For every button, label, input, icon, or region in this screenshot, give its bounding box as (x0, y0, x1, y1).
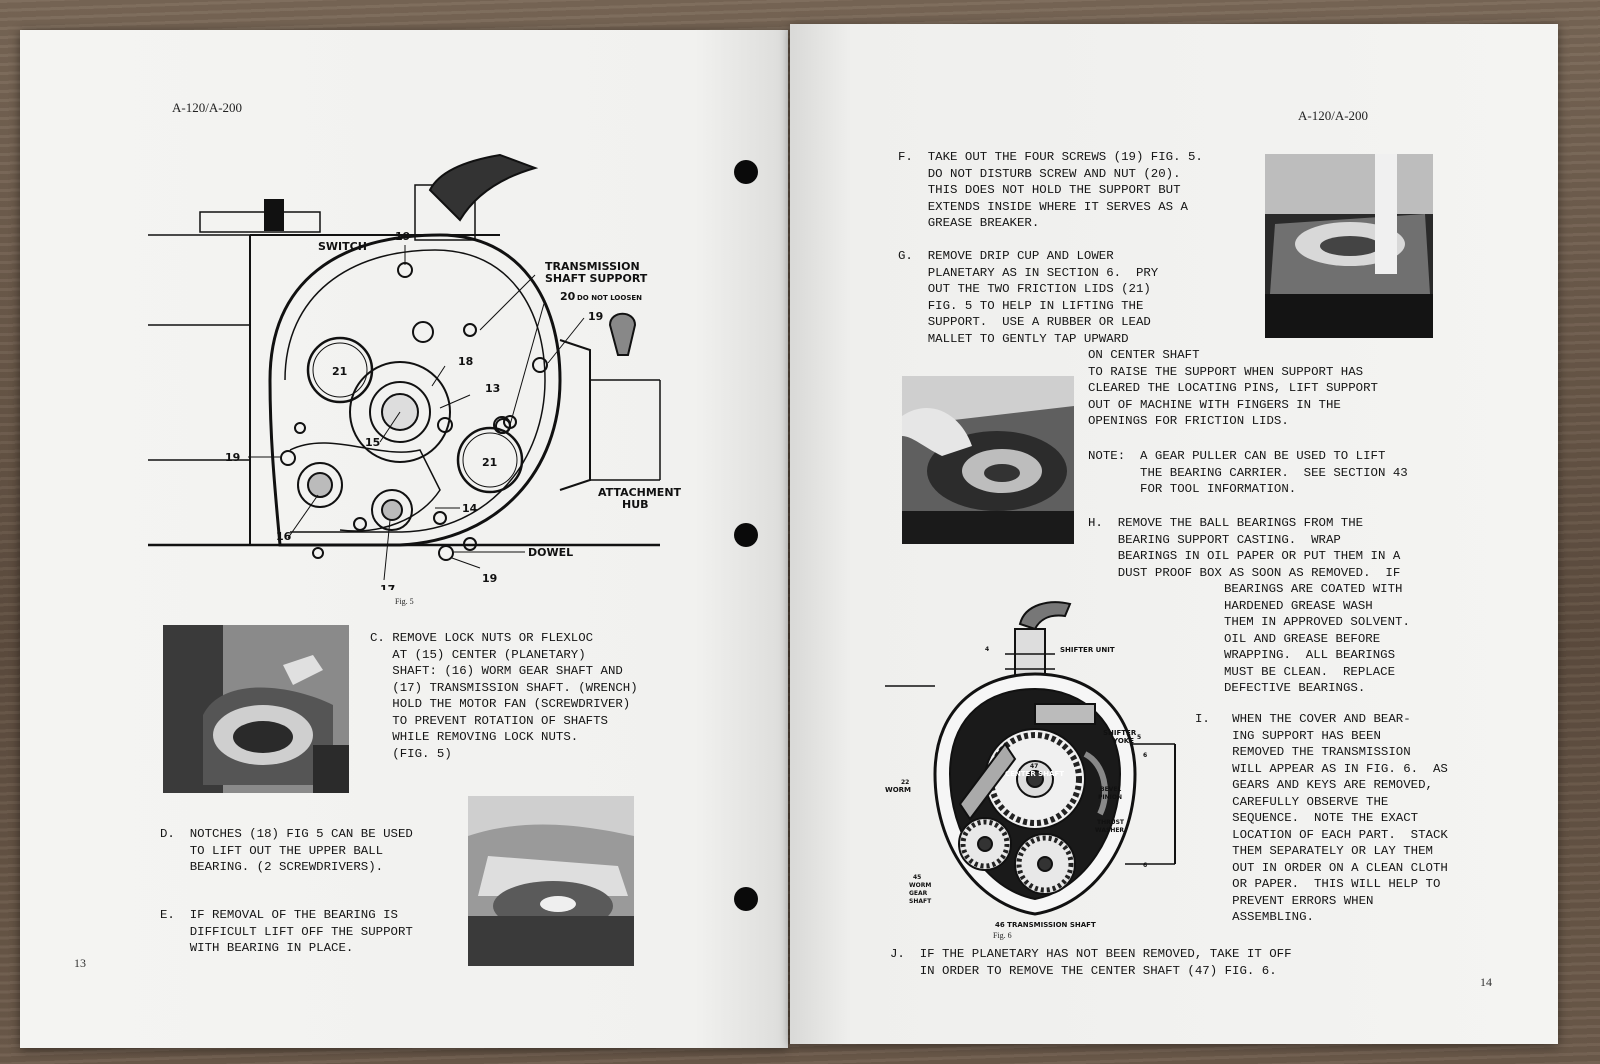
fig5-label-dowel: DOWEL (528, 546, 573, 559)
photo-removing-lock-nuts (163, 625, 349, 793)
binding-hole (734, 523, 758, 547)
fig5-label-19-top: 19 (395, 230, 410, 243)
fig5-label-do-not-loosen: DO NOT LOOSEN (577, 294, 642, 302)
fig6-label-6-bottom: 6 (1143, 862, 1147, 869)
fig6-label-45: 45 (913, 874, 921, 881)
fig5-label-17: 17 (380, 583, 395, 590)
fig5-label-19-left: 19 (225, 451, 240, 464)
fig5-label-20: 20 (560, 290, 576, 303)
fig5-caption: Fig. 5 (395, 597, 414, 606)
step-c-text: C. REMOVE LOCK NUTS OR FLEXLOC AT (15) C… (370, 631, 638, 761)
fig6-label-22: 22 (901, 779, 909, 786)
photo-lifting-support (902, 376, 1074, 544)
fig5-label-19-right: 19 (588, 310, 603, 323)
fig6-label-shifter-yoke-2: YOKE (1112, 737, 1134, 745)
step-d-text: D. NOTCHES (18) FIG 5 CAN BE USED TO LIF… (160, 827, 413, 874)
fig5-label-switch: SWITCH (318, 240, 367, 253)
fig5-transmission-diagram: SWITCH 19 TRANSMISSION SHAFT SUPPORT 20 … (148, 153, 682, 590)
fig5-label-14: 14 (462, 502, 478, 515)
fig5-label-hub: HUB (622, 498, 649, 511)
fig5-label-21-left: 21 (332, 365, 347, 378)
step-f-text: F. TAKE OUT THE FOUR SCREWS (19) FIG. 5.… (898, 150, 1203, 230)
fig6-label-6-top: 6 (1143, 752, 1147, 759)
fig6-label-pinion: PINION (1098, 794, 1122, 801)
fig6-label-4: 4 (985, 646, 989, 653)
fig5-label-13: 13 (485, 382, 500, 395)
fig6-caption: Fig. 6 (993, 931, 1012, 940)
photo-support-removed (1265, 154, 1433, 338)
page-number-right: 14 (1480, 975, 1492, 989)
fig6-label-bevel: BEVEL (1100, 786, 1121, 793)
page-number-left: 13 (74, 956, 86, 970)
page-header-left: A-120/A-200 (172, 100, 243, 115)
manual-page-right: A-120/A-200 F. TAKE OUT THE FOUR SCREWS … (790, 24, 1558, 1044)
step-j-text: J. IF THE PLANETARY HAS NOT BEEN REMOVED… (890, 947, 1292, 978)
fig5-label-21-right: 21 (482, 456, 497, 469)
note-text: NOTE: A GEAR PULLER CAN BE USED TO LIFT … (1088, 449, 1408, 496)
step-h-text-2: BEARINGS ARE COATED WITH HARDENED GREASE… (1224, 582, 1410, 695)
photo-lifting-bearing (468, 796, 634, 966)
step-g-text-1: G. REMOVE DRIP CUP AND LOWER PLANETARY A… (898, 249, 1159, 346)
fig6-label-47: 47 (1030, 763, 1038, 770)
fig5-label-16: 16 (276, 530, 292, 543)
binding-hole (734, 887, 758, 911)
fig5-label-tss-2: SHAFT SUPPORT (545, 272, 648, 285)
fig6-label-shifter-yoke-1: SHIFTER (1103, 729, 1137, 737)
fig6-transmission-gears-diagram: 4 SHIFTER UNIT SHIFTER YOKE 5 22 WORM 47… (885, 601, 1176, 929)
fig6-label-thrust: THRUST (1097, 819, 1125, 826)
fig6-label-worm-2: WORM (909, 882, 931, 889)
fig5-label-15: 15 (365, 436, 380, 449)
step-h-text-1: H. REMOVE THE BALL BEARINGS FROM THE BEA… (1088, 516, 1401, 580)
manual-page-left: A-120/A-200 (20, 30, 788, 1048)
page-header-right: A-120/A-200 (1298, 108, 1369, 123)
fig5-label-tss-1: TRANSMISSION (545, 260, 640, 273)
fig6-label-washer: WASHER (1095, 827, 1124, 834)
fig5-label-attachment: ATTACHMENT (598, 486, 682, 499)
step-e-text: E. IF REMOVAL OF THE BEARING IS DIFFICUL… (160, 908, 413, 955)
fig6-label-transmission-shaft: 46 TRANSMISSION SHAFT (995, 921, 1096, 929)
fig5-label-18: 18 (458, 355, 473, 368)
fig6-label-shaft: SHAFT (909, 898, 932, 905)
fig6-label-shifter-unit: SHIFTER UNIT (1060, 646, 1115, 654)
fig6-label-5: 5 (1137, 734, 1141, 741)
fig6-label-center-shaft: CENTER SHAFT (1005, 770, 1064, 778)
fig6-label-worm: WORM (885, 786, 911, 794)
fig6-label-gear: GEAR (909, 890, 928, 897)
binding-hole (734, 160, 758, 184)
step-g-text-2: ON CENTER SHAFT TO RAISE THE SUPPORT WHE… (1088, 348, 1378, 428)
step-i-text: I. WHEN THE COVER AND BEAR- ING SUPPORT … (1195, 712, 1448, 924)
fig5-label-19-bottom: 19 (482, 572, 497, 585)
